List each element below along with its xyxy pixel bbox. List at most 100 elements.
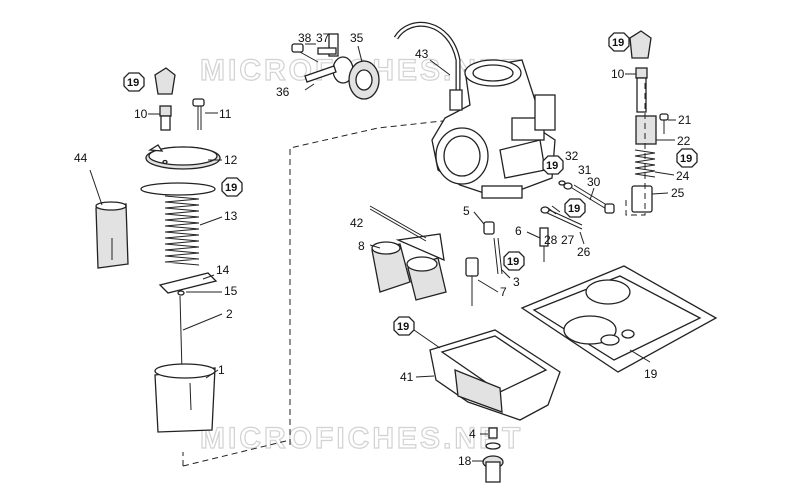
callout-2: 2 (226, 307, 233, 321)
part-10-nut-right (635, 67, 648, 113)
part-18-drain-plug (482, 442, 504, 483)
callout-41: 41 (400, 370, 414, 384)
leader-6 (526, 231, 541, 239)
part-28-oring (540, 206, 550, 214)
part-8-filter (371, 233, 447, 301)
part-2-needle (179, 295, 183, 373)
callout-38: 38 (298, 31, 312, 45)
part-19-cap-right (629, 30, 652, 59)
callout-11: 11 (219, 107, 232, 121)
leader-19-bowl (413, 329, 441, 349)
svg-text:19: 19 (680, 153, 692, 165)
badge-19-a: 19 (123, 72, 145, 92)
part-10-nut-left (159, 105, 172, 131)
part-32-washer (558, 180, 566, 186)
callout-24: 24 (676, 169, 690, 183)
part-42-rod (369, 205, 427, 239)
callout-21: 21 (678, 113, 692, 127)
callout-7: 7 (500, 285, 507, 299)
carburetor-body (431, 59, 556, 199)
callout-18: 18 (458, 454, 472, 468)
callout-35: 35 (350, 31, 364, 45)
badge-19-h: 19 (393, 316, 415, 336)
callout-26: 26 (577, 245, 591, 259)
part-41-float-bowl (429, 329, 561, 421)
callout-19-kit: 19 (644, 367, 658, 381)
part-14-retainer (158, 272, 218, 294)
badge-19-b: 19 (221, 177, 243, 197)
assembly-boundary-line (182, 117, 471, 466)
assembly-boundary-line-lower (182, 439, 291, 467)
svg-text:19: 19 (546, 160, 558, 172)
badge-19-g: 19 (503, 251, 525, 271)
part-15-clip (177, 290, 185, 296)
svg-text:19: 19 (507, 256, 519, 268)
part-19-gasket (140, 182, 216, 196)
part-44-sleeve (95, 201, 129, 269)
leader-41 (415, 375, 435, 378)
leader-35 (357, 45, 363, 63)
callout-30: 30 (587, 175, 601, 189)
watermark-bottom: MICROFICHES.NET (200, 422, 523, 455)
leader-1 (205, 369, 219, 379)
callout-13: 13 (224, 209, 238, 223)
badge-19-c: 19 (608, 32, 630, 52)
part-12-cover (145, 144, 221, 170)
leader-13 (199, 216, 223, 226)
part-1-throttle-slide (154, 363, 216, 433)
callout-6: 6 (515, 224, 522, 238)
callout-10-left: 10 (134, 107, 148, 121)
leader-36 (304, 83, 315, 91)
part-3-needle-jet (493, 237, 503, 275)
part-22-body (635, 115, 657, 145)
choke-boundary-line (625, 80, 646, 216)
part-38-screw (291, 43, 319, 63)
part-19-cap-left (154, 67, 176, 95)
callout-43: 43 (415, 47, 429, 61)
leader-19-kit (629, 349, 651, 363)
callout-42: 42 (350, 216, 364, 230)
part-7-jet-holder (465, 257, 479, 306)
svg-text:19: 19 (397, 321, 409, 333)
leader-5 (473, 211, 485, 225)
part-4-screw (488, 427, 498, 439)
callout-1: 1 (218, 363, 225, 377)
part-36-banjo (304, 56, 354, 84)
badge-19-e: 19 (542, 155, 564, 175)
part-11-screw (192, 98, 205, 130)
part-6-jet (539, 227, 549, 262)
callout-32: 32 (565, 149, 579, 163)
leader-24 (654, 171, 675, 176)
callout-14: 14 (216, 263, 230, 277)
callout-36: 36 (276, 85, 290, 99)
callout-8: 8 (358, 239, 365, 253)
callout-22: 22 (677, 134, 691, 148)
leader-30 (589, 187, 595, 201)
part-5-jet (483, 221, 495, 235)
part-25-plunger (631, 185, 653, 213)
callout-27: 27 (561, 233, 575, 247)
part-37-fitting (317, 33, 339, 57)
callout-12: 12 (224, 153, 238, 167)
badge-19-f: 19 (564, 198, 586, 218)
callout-31: 31 (578, 163, 592, 177)
svg-text:19: 19 (127, 77, 139, 89)
leader-14 (202, 274, 215, 280)
callout-10-right: 10 (611, 67, 625, 81)
svg-text:19: 19 (568, 203, 580, 215)
badge-19-d: 19 (676, 148, 698, 168)
svg-text:19: 19 (225, 182, 237, 194)
callout-37: 37 (316, 31, 330, 45)
part-19-gasket-kit (520, 265, 718, 373)
callout-28: 28 (544, 233, 558, 247)
leader-3 (501, 269, 511, 279)
part-31-spring (563, 182, 573, 190)
leader-43 (429, 59, 451, 76)
callout-15: 15 (224, 284, 238, 298)
leader-44 (89, 169, 103, 206)
part-21-screw (659, 113, 669, 134)
leader-2 (182, 313, 223, 331)
callout-5: 5 (463, 204, 470, 218)
callout-4: 4 (469, 427, 476, 441)
